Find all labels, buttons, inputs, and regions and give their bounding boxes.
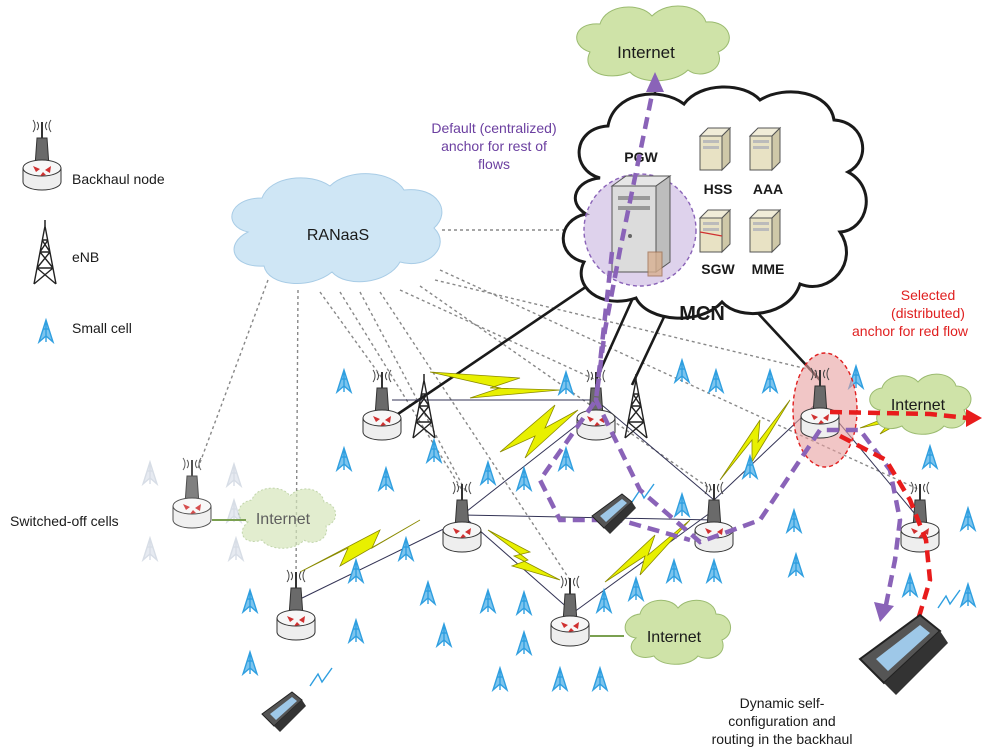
dynamic-line-2: configuration and (728, 713, 835, 729)
selected-anchor-line-2: (distributed) (891, 305, 965, 321)
dynamic-line-1: Dynamic self- (740, 695, 825, 711)
phone (591, 493, 637, 535)
backhaul-node (442, 481, 482, 553)
legend-enb-label: eNB (72, 249, 99, 265)
phone (261, 691, 307, 733)
default-anchor-line-2: anchor for rest of (441, 138, 547, 154)
aaa-label: AAA (753, 181, 783, 197)
ranaas-label: RANaaS (307, 227, 369, 244)
selected-anchor-line-1: Selected (901, 287, 955, 303)
default-anchor-line-3: flows (478, 156, 510, 172)
backhaul-node-switched-off (172, 457, 212, 529)
legend-small-cell-label: Small cell (72, 320, 132, 336)
internet-label-right: Internet (891, 397, 946, 414)
internet-label-top: Internet (617, 43, 675, 62)
red-flow (829, 409, 969, 621)
ranaas-cloud: RANaaS (231, 173, 443, 284)
internet-cloud-bottom: Internet (624, 599, 731, 665)
wireless-links (299, 371, 921, 583)
sgw-server: SGW (699, 209, 736, 277)
internet-label-left: Internet (256, 511, 311, 528)
selected-anchor-line-3: anchor for red flow (852, 323, 969, 339)
backhaul-node (276, 569, 316, 641)
legend-backhaul-node-icon (22, 119, 62, 191)
switched-off-label: Switched-off cells (10, 513, 119, 529)
dynamic-annotation: Dynamic self- configuration and routing … (712, 695, 853, 747)
phone-large (859, 614, 949, 696)
mcn-label: MCN (679, 303, 725, 325)
legend-backhaul-label: Backhaul node (72, 171, 165, 187)
default-anchor-line-1: Default (centralized) (431, 120, 556, 136)
phones (261, 493, 949, 733)
legend-small-cell-icon (38, 319, 54, 343)
legend: Backhaul node eNB Small cell (22, 119, 165, 343)
internet-cloud-top: Internet (576, 5, 730, 82)
mme-server: MME (749, 209, 785, 277)
mme-label: MME (752, 261, 785, 277)
internet-cloud-left: Internet (238, 487, 336, 549)
default-anchor-annotation: Default (centralized) anchor for rest of… (431, 120, 556, 172)
flow-arrowheads (646, 72, 982, 622)
purple-flow (537, 79, 903, 611)
hss-label: HSS (704, 181, 733, 197)
selected-anchor-annotation: Selected (distributed) anchor for red fl… (852, 287, 969, 339)
aaa-server: AAA (749, 127, 783, 197)
internet-cloud-right: Internet (869, 373, 972, 435)
sgw-label: SGW (701, 261, 735, 277)
hss-server: HSS (699, 127, 733, 197)
backhaul-node (550, 575, 590, 647)
backhaul-node (900, 481, 940, 553)
internet-label-bottom: Internet (647, 629, 702, 646)
dynamic-line-3: routing in the backhaul (712, 731, 853, 747)
internet-attachments (212, 519, 624, 637)
legend-enb-icon (33, 219, 57, 285)
